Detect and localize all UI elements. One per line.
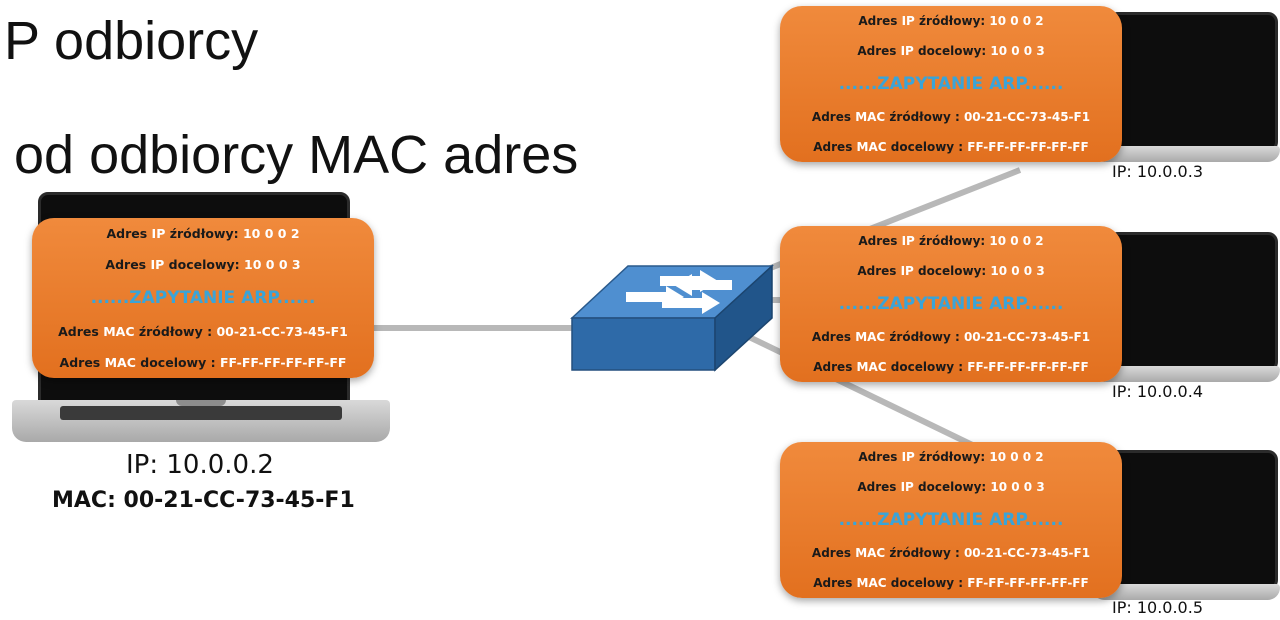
arp-packet-receiver-1: Adres IP źródłowy: 10 0 0 2 Adres IP doc… (780, 6, 1122, 162)
arp-query-label: ......ZAPYTANIE ARP...... (838, 74, 1064, 94)
arp-query-label: ......ZAPYTANIE ARP...... (90, 288, 316, 308)
dst-mac-row: Adres MAC docelowy : FF-FF-FF-FF-FF-FF (59, 355, 347, 370)
sender-ip-label: IP: 10.0.0.2 (126, 450, 274, 480)
dst-ip-row: Adres IP docelowy: 10 0 0 3 (105, 257, 301, 272)
laptop-base (1092, 584, 1280, 600)
slide-title-line-2: od odbiorcy MAC adres (14, 125, 579, 185)
network-switch-icon (570, 264, 774, 372)
dst-ip-row: Adres IP docelowy: 10 0 0 3 (857, 264, 1045, 278)
receiver-ip-label-3: IP: 10.0.0.5 (1112, 598, 1203, 617)
slide-title-line-1: P odbiorcy (4, 11, 259, 71)
dst-ip-row: Adres IP docelowy: 10 0 0 3 (857, 44, 1045, 58)
laptop-screen (1108, 12, 1278, 152)
dst-mac-row: Adres MAC docelowy : FF-FF-FF-FF-FF-FF (813, 576, 1089, 590)
src-mac-row: Adres MAC źródłowy : 00-21-CC-73-45-F1 (811, 330, 1091, 344)
arp-packet-receiver-2: Adres IP źródłowy: 10 0 0 2 Adres IP doc… (780, 226, 1122, 382)
arp-query-label: ......ZAPYTANIE ARP...... (838, 510, 1064, 530)
laptop-base (1092, 146, 1280, 162)
receiver-ip-label-2: IP: 10.0.0.4 (1112, 382, 1203, 401)
src-mac-row: Adres MAC źródłowy : 00-21-CC-73-45-F1 (811, 110, 1091, 124)
sender-mac-label: MAC: 00-21-CC-73-45-F1 (52, 488, 355, 513)
laptop-base (1092, 366, 1280, 382)
dst-mac-row: Adres MAC docelowy : FF-FF-FF-FF-FF-FF (813, 140, 1089, 154)
arp-query-label: ......ZAPYTANIE ARP...... (838, 294, 1064, 314)
src-mac-row: Adres MAC źródłowy : 00-21-CC-73-45-F1 (811, 546, 1091, 560)
laptop-keyboard (60, 406, 342, 420)
laptop-screen (1108, 232, 1278, 372)
src-ip-row: Adres IP źródłowy: 10 0 0 2 (106, 226, 300, 241)
arp-packet-receiver-3: Adres IP źródłowy: 10 0 0 2 Adres IP doc… (780, 442, 1122, 598)
arp-packet-sender: Adres IP źródłowy: 10 0 0 2 Adres IP doc… (32, 218, 374, 378)
laptop-notch (176, 400, 226, 406)
src-ip-row: Adres IP źródłowy: 10 0 0 2 (858, 14, 1044, 28)
src-ip-row: Adres IP źródłowy: 10 0 0 2 (858, 450, 1044, 464)
dst-mac-row: Adres MAC docelowy : FF-FF-FF-FF-FF-FF (813, 360, 1089, 374)
laptop-screen (1108, 450, 1278, 590)
dst-ip-row: Adres IP docelowy: 10 0 0 3 (857, 480, 1045, 494)
receiver-ip-label-1: IP: 10.0.0.3 (1112, 162, 1203, 181)
src-ip-row: Adres IP źródłowy: 10 0 0 2 (858, 234, 1044, 248)
src-mac-row: Adres MAC źródłowy : 00-21-CC-73-45-F1 (58, 324, 348, 339)
